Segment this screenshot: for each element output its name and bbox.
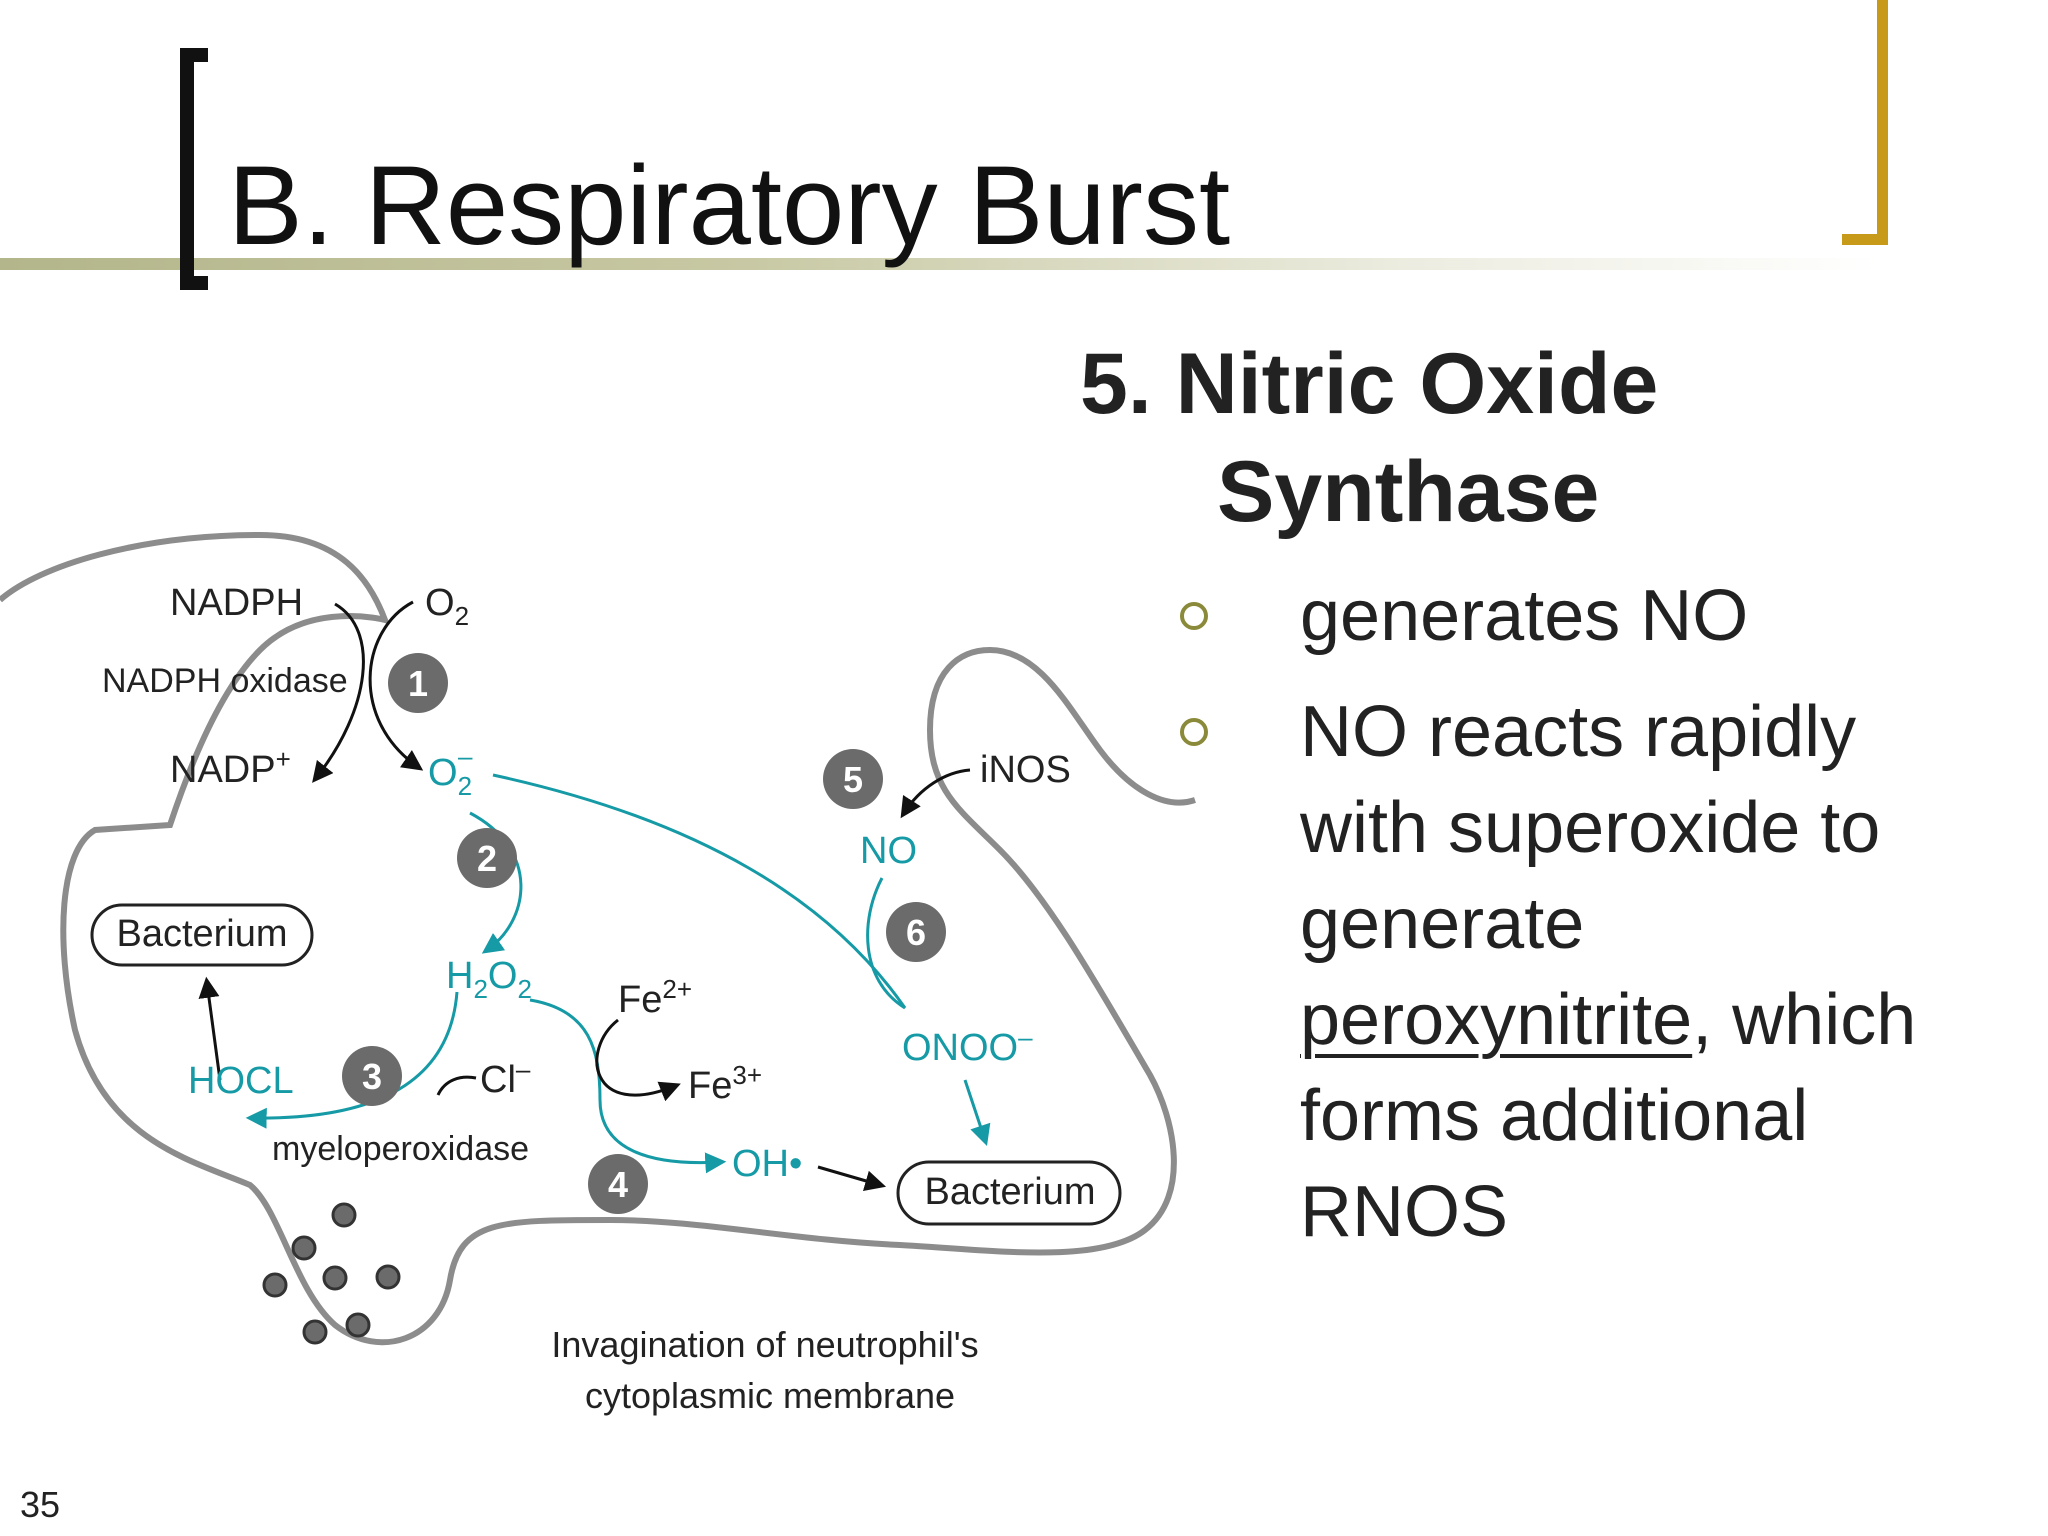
- step-number: 1: [408, 663, 428, 704]
- step-number: 3: [362, 1056, 382, 1097]
- bacterium-box-right: [896, 1160, 1122, 1226]
- hydroxyl-to-bacterium-arrow: [817, 1165, 887, 1191]
- inos-label: iNOS: [980, 749, 1071, 791]
- iron-oxidation-arrow: [595, 1018, 681, 1102]
- h2o2-to-hydroxyl-arrow: [529, 998, 727, 1174]
- bacterium-label-left: Bacterium: [116, 913, 287, 955]
- right-bracket-decoration: [1842, 0, 1888, 245]
- h2o2-sub-a: 2: [473, 974, 487, 1004]
- granules: [262, 1202, 401, 1345]
- slide-number: 35: [20, 1484, 61, 1525]
- bacterium-label-right: Bacterium: [924, 1171, 1095, 1213]
- cell-membrane-outline: [0, 531, 1196, 1346]
- hocl-to-bacterium-arrow: [198, 976, 222, 1081]
- oxygen-subscript: 2: [455, 601, 469, 631]
- superoxide-to-h2o2-arrow: [469, 811, 523, 954]
- ferrous-iron-label: Fe2+: [618, 974, 692, 1021]
- nadp-symbol: NADP: [170, 749, 276, 791]
- step-badge-1: 1: [388, 653, 448, 713]
- oxygen-symbol: O: [425, 582, 455, 624]
- chloride-symbol: Cl: [480, 1059, 516, 1101]
- ferric-superscript: 3+: [732, 1060, 762, 1090]
- nadph-oxidase-label: NADPH oxidase: [102, 662, 348, 700]
- nitric-oxide-label: NO: [860, 830, 917, 872]
- bullet-list: generates NO NO reacts rapidly with supe…: [1180, 568, 1940, 1260]
- chloride-input-curve: [436, 1075, 477, 1096]
- onoo-symbol: ONOO: [902, 1027, 1018, 1069]
- hydroxyl-radical-label: OH•: [732, 1143, 802, 1185]
- title-underline-rule: [0, 258, 1880, 270]
- hydrogen-peroxide-label: H2O2: [446, 955, 532, 1004]
- step-badge-3: 3: [342, 1046, 402, 1106]
- superoxide-symbol: O: [428, 752, 458, 794]
- ferric-symbol: Fe: [688, 1065, 732, 1107]
- superoxide-superscript: –: [458, 741, 473, 771]
- step-number: 2: [477, 838, 497, 879]
- bullet-item: NO reacts rapidly with superoxide to gen…: [1180, 684, 1940, 1260]
- h2o2-o: O: [488, 955, 518, 997]
- h2o2-to-hocl-arrow: [245, 991, 459, 1129]
- heading-line-2: Synthase: [1217, 444, 1600, 540]
- oxygen-label: O2: [425, 582, 469, 631]
- step-number: 6: [906, 912, 926, 953]
- superoxide-subscript: 2: [458, 771, 472, 801]
- h2o2-sub-b: 2: [517, 974, 531, 1004]
- section-heading: 5. Nitric Oxide Synthase: [1080, 330, 1780, 546]
- step-badge-4: 4: [588, 1154, 648, 1214]
- circle-bullet-icon: [1180, 602, 1208, 630]
- bullet-text-part: NO reacts rapidly with superoxide to gen…: [1300, 692, 1881, 964]
- circle-bullet-icon: [1180, 718, 1208, 746]
- h2o2-h: H: [446, 955, 473, 997]
- nadph-to-nadp-arrow: [312, 602, 365, 783]
- step-number: 5: [843, 759, 863, 800]
- nadp-label: NADP+: [170, 744, 291, 791]
- myeloperoxidase-label: myeloperoxidase: [272, 1130, 529, 1168]
- peroxynitrite-label: ONOO–: [902, 1022, 1033, 1069]
- peroxynitrite-to-bacterium-arrow: [963, 1079, 991, 1146]
- hypochlorous-acid-label: HOCL: [188, 1060, 294, 1102]
- left-bracket-decoration: [180, 48, 208, 290]
- nadph-label: NADPH: [170, 582, 303, 624]
- step-badge-5: 5: [823, 749, 883, 809]
- superoxide-to-peroxynitrite-arrow: [492, 773, 907, 1009]
- inos-to-no-arrow: [900, 768, 971, 819]
- no-to-peroxynitrite-arrow: [866, 877, 906, 1010]
- slide-title: B. Respiratory Burst: [228, 143, 1231, 268]
- onoo-superscript: –: [1018, 1022, 1033, 1052]
- step-badge-2: 2: [457, 828, 517, 888]
- ferrous-superscript: 2+: [662, 974, 692, 1004]
- diagram-caption-line-1: Invagination of neutrophil's: [551, 1324, 978, 1365]
- nadp-superscript: +: [276, 744, 291, 774]
- ferrous-symbol: Fe: [618, 979, 662, 1021]
- diagram-caption-line-2: cytoplasmic membrane: [585, 1375, 955, 1416]
- bullet-text: generates NO: [1300, 576, 1749, 656]
- bacterium-box-left: [90, 903, 314, 967]
- bullet-item: generates NO: [1180, 568, 1940, 664]
- superoxide-label: O2–: [428, 741, 473, 801]
- chloride-label: Cl–: [480, 1054, 531, 1101]
- bullet-text-part: , which forms additional RNOS: [1300, 980, 1917, 1252]
- chloride-superscript: –: [516, 1054, 531, 1084]
- o2-to-superoxide-arrow: [368, 600, 424, 771]
- peroxynitrite-link[interactable]: peroxynitrite: [1300, 980, 1693, 1060]
- ferric-iron-label: Fe3+: [688, 1060, 762, 1107]
- respiratory-burst-diagram: 1 2 3 4 5 6 Bacterium Bacterium NADPH O2…: [0, 531, 1196, 1416]
- bullet-text: NO reacts rapidly with superoxide to gen…: [1300, 692, 1916, 1252]
- heading-line-1: 5. Nitric Oxide: [1080, 336, 1659, 432]
- step-number: 4: [608, 1164, 628, 1205]
- step-badge-6: 6: [886, 902, 946, 962]
